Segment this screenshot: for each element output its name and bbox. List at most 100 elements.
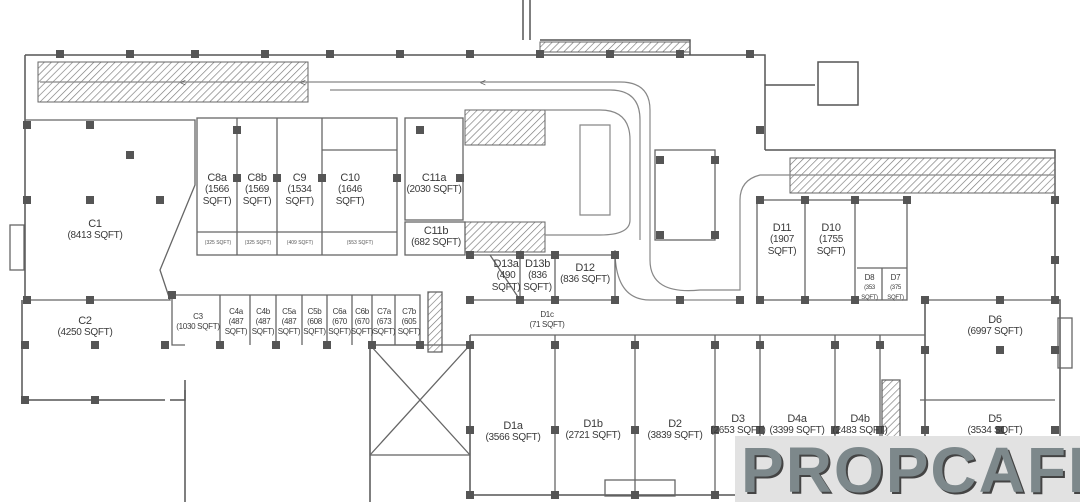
unit-name: C8a — [207, 172, 227, 184]
structural-column — [216, 341, 224, 349]
unit-area: (353 SQFT) — [861, 285, 878, 301]
unit-area: (605 SQFT) — [397, 317, 421, 336]
unit-c1[interactable]: C1(8413 SQFT) — [50, 218, 140, 242]
structural-column — [1051, 256, 1059, 264]
unit-area: (2653 SQFT) — [710, 425, 766, 436]
structural-column — [23, 196, 31, 204]
structural-column — [711, 341, 719, 349]
unit-area: (490 SQFT) — [491, 270, 521, 293]
unit-d4a[interactable]: D4a(3399 SQFT) — [762, 413, 832, 437]
unit-c7b[interactable]: C7b(605 SQFT) — [396, 307, 422, 337]
unit-c2[interactable]: C2(4250 SQFT) — [40, 315, 130, 339]
structural-column — [996, 426, 1004, 434]
structural-column — [756, 296, 764, 304]
structural-column — [711, 156, 719, 164]
unit-c6b[interactable]: C6b(670 SQFT) — [350, 307, 374, 337]
structural-column — [416, 126, 424, 134]
unit-c8a[interactable]: C8a(1566 SQFT) — [197, 172, 237, 208]
unit-c4b[interactable]: C4b(487 SQFT) — [250, 307, 276, 337]
structural-column — [711, 491, 719, 499]
structural-column — [126, 50, 134, 58]
unit-d1c[interactable]: D1c(71 SQFT) — [525, 310, 569, 330]
unit-d7[interactable]: D7(375 SQFT) — [882, 273, 909, 303]
unit-d3[interactable]: D3(2653 SQFT) — [708, 413, 768, 437]
structural-column — [921, 346, 929, 354]
structural-column — [1051, 296, 1059, 304]
unit-c10[interactable]: C10(1646 SQFT) — [325, 172, 375, 208]
structural-column — [91, 396, 99, 404]
structural-column — [86, 296, 94, 304]
unit-name: D3 — [731, 413, 745, 425]
svg-text:<: < — [300, 78, 306, 89]
unit-name: D1b — [583, 418, 603, 430]
unit-area: (1566 SQFT) — [202, 184, 232, 207]
structural-column — [1051, 426, 1059, 434]
unit-name: C3 — [193, 312, 203, 321]
structural-column — [466, 341, 474, 349]
structural-column — [921, 426, 929, 434]
structural-column — [456, 174, 464, 182]
structural-column — [996, 296, 1004, 304]
structural-column — [876, 341, 884, 349]
structural-column — [606, 50, 614, 58]
unit-area: (682 SQFT) — [411, 237, 461, 248]
unit-c3[interactable]: C3(1030 SQFT) — [176, 312, 220, 332]
unit-c6a[interactable]: C6a(670 SQFT) — [327, 307, 352, 337]
unit-name: C5a — [282, 307, 296, 316]
structural-column — [851, 196, 859, 204]
unit-c9[interactable]: C9(1534 SQFT) — [277, 172, 322, 208]
structural-column — [756, 341, 764, 349]
unit-c11a[interactable]: C11a(2030 SQFT) — [405, 172, 463, 196]
strip-label: (325 SQFT) — [204, 240, 232, 246]
unit-name: D4a — [787, 413, 807, 425]
unit-name: C4a — [229, 307, 243, 316]
unit-d4b[interactable]: D4b(2483 SQFT) — [830, 413, 890, 437]
unit-d13b[interactable]: D13b(836 SQFT) — [520, 258, 555, 294]
structural-column — [326, 50, 334, 58]
unit-name: C1 — [88, 218, 102, 230]
unit-area: (1534 SQFT) — [285, 184, 314, 207]
unit-c8b[interactable]: C8b(1569 SQFT) — [237, 172, 277, 208]
unit-c4a[interactable]: C4a(487 SQFT) — [221, 307, 251, 337]
unit-c5b[interactable]: C5b(608 SQFT) — [302, 307, 327, 337]
unit-name: C7a — [377, 307, 391, 316]
unit-d2[interactable]: D2(3839 SQFT) — [640, 418, 710, 442]
unit-area: (487 SQFT) — [277, 317, 301, 336]
unit-name: C2 — [78, 315, 92, 327]
unit-d1b[interactable]: D1b(2721 SQFT) — [558, 418, 628, 442]
unit-c7a[interactable]: C7a(673 SQFT) — [372, 307, 396, 337]
unit-d13a[interactable]: D13a(490 SQFT) — [490, 258, 522, 294]
unit-name: D13b — [524, 258, 551, 270]
structural-column — [272, 341, 280, 349]
unit-c11b[interactable]: C11b(682 SQFT) — [405, 225, 467, 249]
structural-column — [551, 296, 559, 304]
structural-column — [676, 296, 684, 304]
unit-area: (2030 SQFT) — [406, 184, 462, 195]
unit-d1a[interactable]: D1a(3566 SQFT) — [478, 420, 548, 444]
unit-d10[interactable]: D10(1755 SQFT) — [806, 222, 856, 258]
unit-area: (6997 SQFT) — [967, 326, 1023, 337]
unit-area: (3839 SQFT) — [647, 430, 703, 441]
unit-area: (71 SQFT) — [529, 320, 565, 329]
structural-column — [466, 426, 474, 434]
structural-column — [86, 121, 94, 129]
unit-area: (836 SQFT) — [560, 274, 610, 285]
unit-area: (670 SQFT) — [328, 317, 351, 336]
unit-d11[interactable]: D11(1907 SQFT) — [757, 222, 807, 258]
unit-name: D10 — [821, 222, 841, 234]
structural-column — [611, 296, 619, 304]
structural-column — [656, 156, 664, 164]
unit-d12[interactable]: D12(836 SQFT) — [555, 262, 615, 286]
unit-area: (1030 SQFT) — [176, 322, 220, 331]
unit-name: D7 — [890, 273, 901, 282]
unit-d8[interactable]: D8(353 SQFT) — [856, 273, 883, 303]
unit-d5[interactable]: D5(3534 SQFT) — [955, 413, 1035, 437]
unit-d6[interactable]: D6(6997 SQFT) — [955, 314, 1035, 338]
unit-area: (2483 SQFT) — [832, 425, 888, 436]
structural-column — [368, 341, 376, 349]
structural-column — [756, 426, 764, 434]
watermark-text: PROPCAFE — [741, 434, 1080, 502]
unit-c5a[interactable]: C5a(487 SQFT) — [276, 307, 302, 337]
structural-column — [23, 121, 31, 129]
